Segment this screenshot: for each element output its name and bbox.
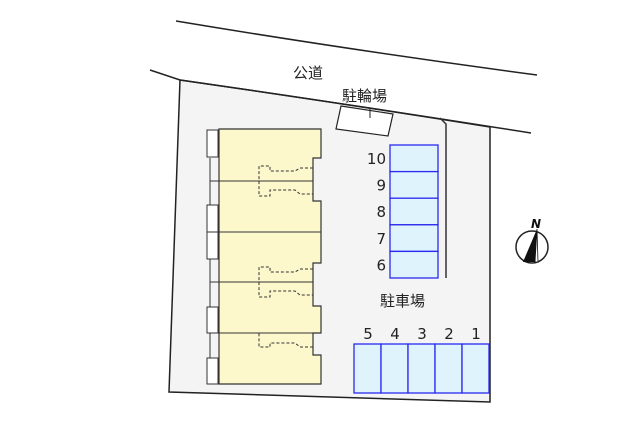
parking-space-number: 7 — [376, 230, 386, 248]
road-lower-edge — [149, 69, 532, 134]
parking-space — [389, 250, 439, 279]
parking-space — [434, 343, 463, 394]
road-upper-edge — [175, 20, 538, 76]
car-parking-label: 駐車場 — [380, 292, 425, 310]
parking-space-number: 1 — [471, 325, 481, 343]
parking-space-number: 5 — [363, 325, 373, 343]
compass-needle-dark — [523, 229, 537, 262]
parking-space — [353, 343, 382, 394]
parking-space — [389, 224, 439, 253]
north-label: N — [531, 217, 541, 231]
bicycle-parking — [335, 105, 394, 137]
road-label: 公道 — [293, 64, 323, 82]
parking-space — [389, 144, 439, 173]
parking-space-number: 8 — [376, 203, 386, 221]
compass-needle-light — [534, 228, 539, 263]
parking-space-number: 4 — [390, 325, 400, 343]
compass: N — [515, 217, 549, 264]
building — [206, 128, 322, 385]
parking-space-number: 9 — [376, 177, 386, 195]
lot-divider-line — [439, 117, 447, 278]
parking-space-number: 10 — [367, 150, 386, 168]
parking-space — [407, 343, 436, 394]
bicycle-parking-label: 駐輪場 — [342, 87, 387, 105]
parking-column-right: 10 9 8 7 6 — [367, 144, 439, 279]
parking-space — [461, 343, 490, 394]
parking-space — [389, 170, 439, 199]
parking-space-number: 2 — [444, 325, 454, 343]
parking-space — [389, 197, 439, 226]
parking-space-number: 3 — [417, 325, 427, 343]
parking-space — [380, 343, 409, 394]
parking-space-number: 6 — [376, 256, 386, 274]
